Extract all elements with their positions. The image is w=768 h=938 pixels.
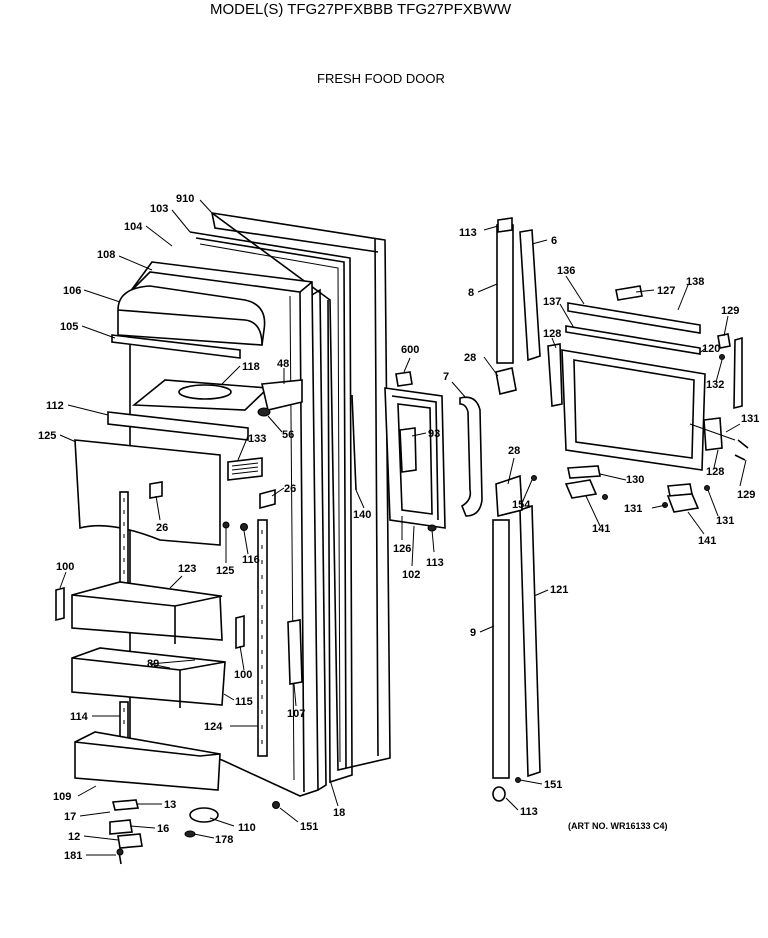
- door-cap-bottom: [492, 474, 541, 802]
- callout-178: 178: [215, 834, 233, 846]
- callout-56: 56: [282, 429, 294, 441]
- callout-120: 120: [702, 343, 720, 355]
- callout-112: 112: [46, 400, 64, 412]
- callout-26: 26: [156, 522, 168, 534]
- callout-26: 26: [284, 483, 296, 495]
- bin-clip-right: [235, 614, 245, 650]
- model-title: MODEL(S) TFG27PFXBBB TFG27PFXBWW: [210, 1, 512, 18]
- callout-141: 141: [592, 523, 610, 535]
- callout-109: 109: [53, 791, 71, 803]
- callout-115: 115: [235, 696, 253, 708]
- callout-labels: 910 103 104 108 106 105 118 48 112 125 1…: [38, 193, 759, 862]
- callout-910: 910: [176, 193, 194, 205]
- callout-8: 8: [468, 287, 474, 299]
- callout-129: 129: [721, 305, 739, 317]
- bin-clip-left: [55, 586, 65, 622]
- hinge-hardware-lower: [109, 799, 280, 865]
- callout-126: 126: [393, 543, 411, 555]
- callout-100: 100: [56, 561, 74, 573]
- door-bin-123: [71, 581, 223, 644]
- callout-131: 131: [624, 503, 642, 515]
- callout-106: 106: [63, 285, 81, 297]
- door-bin-109: [74, 731, 221, 791]
- callout-103: 103: [150, 203, 168, 215]
- callout-102: 102: [402, 569, 420, 581]
- callout-28: 28: [464, 352, 476, 364]
- callout-113: 113: [459, 227, 477, 239]
- callout-128: 128: [543, 328, 561, 340]
- callout-17: 17: [64, 811, 76, 823]
- callout-600: 600: [401, 344, 419, 356]
- callout-137: 137: [543, 296, 561, 308]
- callout-107: 107: [287, 708, 305, 720]
- callout-13: 13: [164, 799, 176, 811]
- callout-140: 140: [353, 509, 371, 521]
- callout-123: 123: [178, 563, 196, 575]
- callout-136: 136: [557, 265, 575, 277]
- callout-129: 129: [737, 489, 755, 501]
- callout-104: 104: [124, 221, 143, 233]
- dispenser-door-frame: [351, 371, 483, 532]
- callout-130: 130: [626, 474, 644, 486]
- callout-125: 125: [38, 430, 56, 442]
- section-title: FRESH FOOD DOOR: [317, 71, 445, 86]
- callout-108: 108: [97, 249, 115, 261]
- callout-128: 128: [706, 466, 724, 478]
- callout-127: 127: [657, 285, 675, 297]
- callout-12: 12: [68, 831, 80, 843]
- art-number: (ART NO. WR16133 C4): [568, 821, 668, 831]
- callout-48: 48: [277, 358, 289, 370]
- shelf-ladder-right: [257, 519, 268, 757]
- callout-151: 151: [544, 779, 562, 791]
- callout-93: 93: [428, 428, 440, 440]
- callout-113: 113: [426, 557, 444, 569]
- callout-131: 131: [716, 515, 734, 527]
- callout-181: 181: [64, 850, 82, 862]
- callout-105: 105: [60, 321, 78, 333]
- callout-114: 114: [70, 711, 89, 723]
- callout-9: 9: [470, 627, 476, 639]
- callout-125: 125: [216, 565, 234, 577]
- callout-118: 118: [242, 361, 260, 373]
- callout-133: 133: [248, 433, 266, 445]
- callout-6: 6: [551, 235, 557, 247]
- callout-141: 141: [698, 535, 716, 547]
- door-cap-top: [495, 217, 541, 395]
- callout-121: 121: [550, 584, 568, 596]
- callout-113: 113: [520, 806, 538, 818]
- callout-28: 28: [508, 445, 520, 457]
- callout-116: 116: [242, 554, 260, 566]
- door-liner-assembly: [74, 212, 391, 797]
- callout-154: 154: [512, 499, 531, 511]
- callout-138: 138: [686, 276, 704, 288]
- callout-7: 7: [443, 371, 449, 383]
- callout-132: 132: [706, 379, 724, 391]
- callout-110: 110: [238, 822, 256, 834]
- callout-100: 100: [234, 669, 252, 681]
- callout-151: 151: [300, 821, 318, 833]
- door-bin-115: [71, 647, 226, 708]
- callout-124: 124: [204, 721, 223, 733]
- dispenser-tray-assembly: [547, 285, 749, 513]
- callout-131: 131: [741, 413, 759, 425]
- callout-18: 18: [333, 807, 345, 819]
- callout-16: 16: [157, 823, 169, 835]
- callout-89: 89: [147, 658, 159, 670]
- leader-lines: [59, 199, 747, 856]
